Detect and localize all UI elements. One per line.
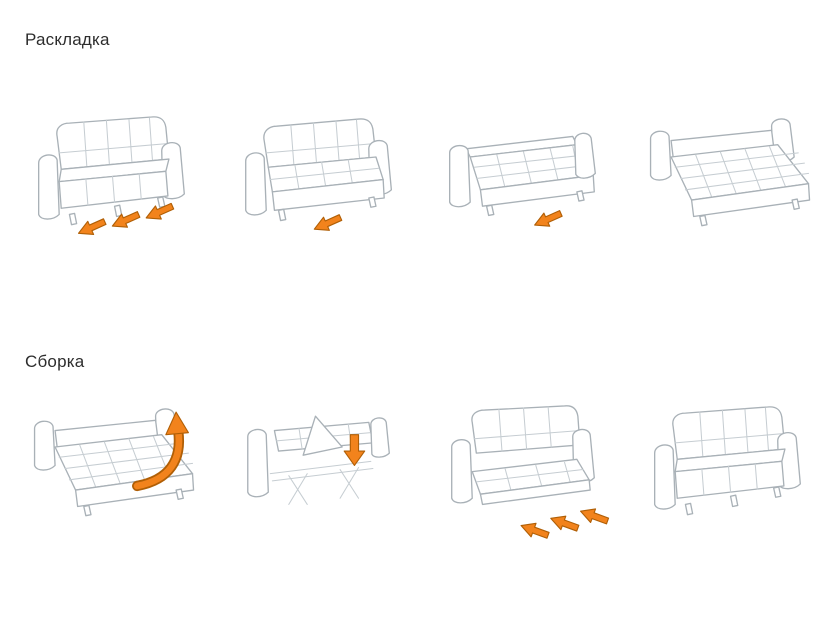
section-title-fold: Сборка — [25, 352, 85, 371]
bed-unfolded-illustration — [649, 118, 811, 227]
fold-step-row — [12, 385, 828, 550]
unfold-step-row — [12, 95, 828, 260]
down-left-arrow-icon — [111, 211, 141, 228]
curved-up-arrow-icon — [131, 411, 189, 492]
up-left-arrow-icon — [549, 515, 580, 532]
unfold-step-4-figure — [628, 95, 828, 260]
up-left-arrow-icon — [520, 522, 550, 539]
down-left-arrow-icon — [533, 210, 563, 227]
fold-step-3-figure — [423, 385, 623, 550]
push-section-in-illustration — [450, 405, 609, 539]
fold-step-1-figure — [12, 385, 212, 550]
down-arrow-icon — [343, 434, 366, 467]
bed-lift-up-illustration — [33, 408, 195, 517]
up-left-arrow-icon — [579, 508, 609, 525]
unfold-step-1-figure — [12, 95, 212, 260]
unfold-step-3-figure — [423, 95, 623, 260]
sofa-seat-extended-illustration — [245, 118, 393, 231]
frame-push-down-illustration — [247, 415, 391, 505]
down-left-arrow-icon — [77, 218, 107, 235]
down-left-arrow-icon — [314, 214, 343, 231]
fold-step-2-figure — [217, 385, 417, 550]
sofa-backrest-flat-illustration — [448, 132, 596, 227]
section-title-unfold: Раскладка — [25, 30, 110, 49]
down-left-arrow-icon — [145, 202, 175, 220]
sofa-closed-illustration — [38, 116, 185, 235]
fold-step-4-figure — [628, 385, 828, 550]
unfold-step-2-figure — [217, 95, 417, 260]
sofa-closed-illustration — [653, 406, 801, 516]
